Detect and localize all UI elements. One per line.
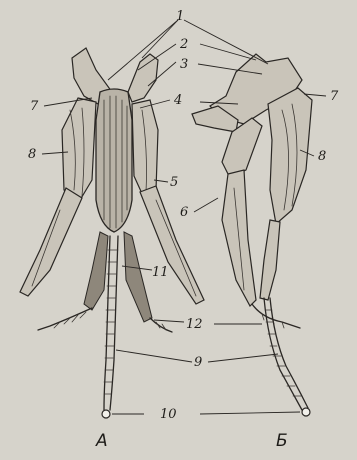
figure-a-tail-tip xyxy=(102,410,110,418)
label-1: 1 xyxy=(176,9,184,24)
label-3: 3 xyxy=(180,57,188,72)
label-4: 4 xyxy=(173,93,182,108)
label-7-left: 7 xyxy=(30,99,39,114)
figure-b-tail-tip xyxy=(302,408,310,416)
caption-figure-a: А xyxy=(95,431,108,451)
label-7-right: 7 xyxy=(330,89,339,104)
label-11: 11 xyxy=(152,265,169,280)
label-8-right: 8 xyxy=(318,149,326,164)
label-5: 5 xyxy=(170,175,178,190)
label-8-left: 8 xyxy=(28,147,36,162)
caption-figure-b: Б xyxy=(276,431,288,451)
label-12: 12 xyxy=(186,317,203,332)
label-9: 9 xyxy=(194,355,202,370)
label-10: 10 xyxy=(160,407,177,422)
label-2: 2 xyxy=(179,37,188,52)
label-6: 6 xyxy=(180,205,188,220)
